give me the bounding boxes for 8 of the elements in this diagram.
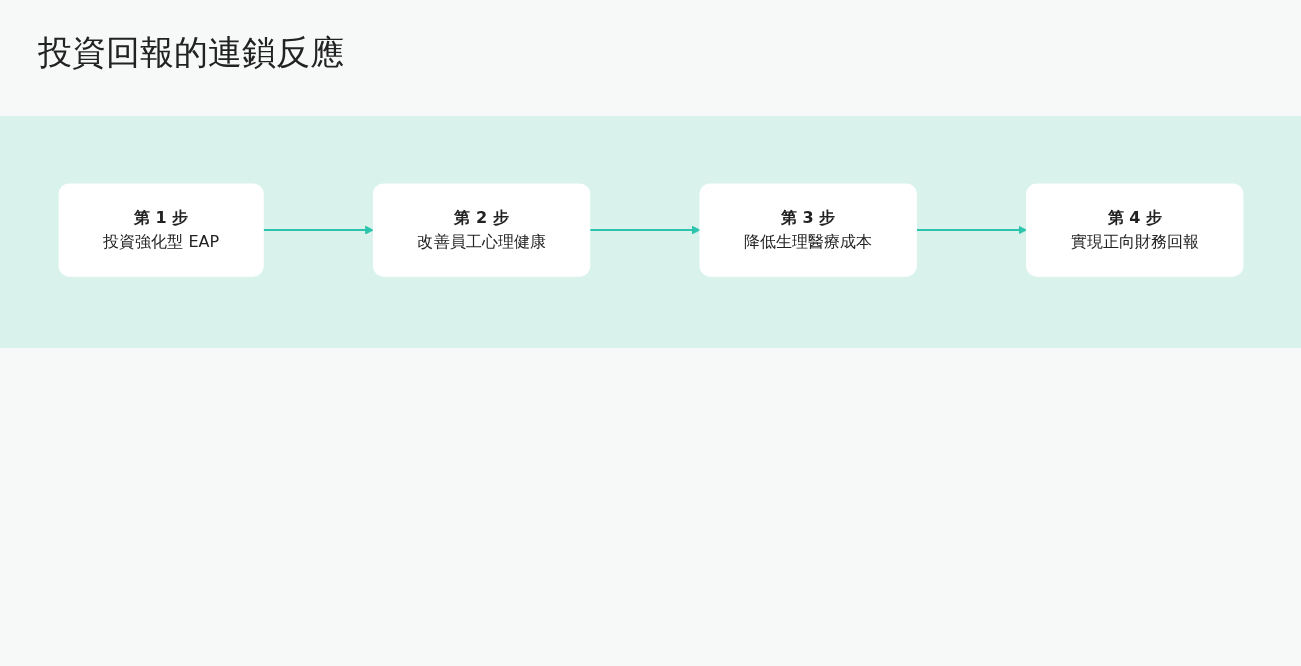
node-box: 第 4 步 實現正向財務回報 xyxy=(1025,183,1243,277)
node-box: 第 1 步 投資強化型 EAP xyxy=(58,183,264,277)
arrow xyxy=(914,225,1027,235)
arrow xyxy=(588,225,700,235)
arrow xyxy=(261,225,374,235)
title: 投資回報的連鎖反應 xyxy=(38,31,345,74)
node-box: 第 2 步 改善員工心理健康 xyxy=(372,183,590,277)
node-box: 第 3 步 降低生理醫療成本 xyxy=(699,183,917,277)
